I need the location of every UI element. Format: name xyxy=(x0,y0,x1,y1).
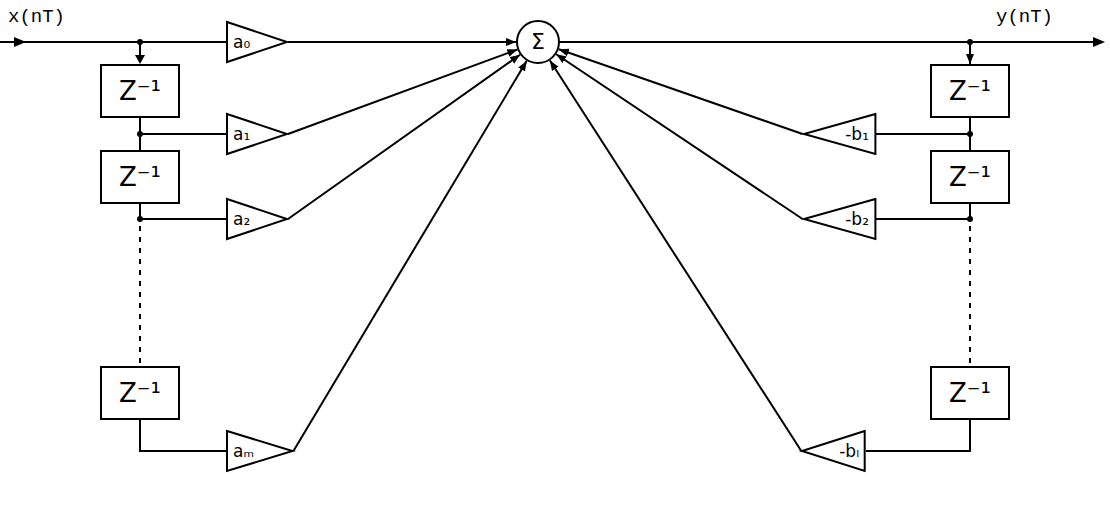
coefficient-label: -bₗ xyxy=(839,442,859,461)
triangle-outline xyxy=(227,431,292,471)
summing-arrow xyxy=(288,41,516,43)
coefficient-label: a₂ xyxy=(233,210,250,229)
delay-box: Z⁻¹ xyxy=(100,150,180,204)
triangle-outline xyxy=(227,114,287,154)
triangle-outline xyxy=(227,22,287,62)
signal-connector xyxy=(140,204,226,219)
summing-arrow xyxy=(559,49,803,134)
coefficient-label: a₁ xyxy=(233,125,250,144)
delay-box: Z⁻¹ xyxy=(100,366,180,420)
circle-outline xyxy=(517,21,559,63)
text-group: Z⁻¹ xyxy=(949,163,991,192)
triangle-outline xyxy=(804,114,875,154)
signal-connector xyxy=(876,204,970,219)
summing-arrow xyxy=(288,50,517,134)
text-group: a₂ xyxy=(233,210,250,229)
signal-connector xyxy=(866,420,970,451)
coefficient-label: a₀ xyxy=(233,33,250,52)
input-line xyxy=(0,41,226,43)
summing-arrow xyxy=(550,60,801,451)
text-group: a₀ xyxy=(233,33,250,52)
text-group: -b₂ xyxy=(845,210,869,229)
text-group: Z⁻¹ xyxy=(949,379,991,408)
delay-box: Z⁻¹ xyxy=(100,64,180,118)
delay-label: Z⁻¹ xyxy=(119,77,161,106)
signal-connector xyxy=(139,204,141,366)
delay-box: Z⁻¹ xyxy=(930,64,1010,118)
delay-label: Z⁻¹ xyxy=(119,163,161,192)
amplifier-triangle: -b₁ xyxy=(803,113,876,155)
summing-arrow xyxy=(293,61,526,451)
summer-circle: Σ xyxy=(516,20,560,64)
signal-name: y(nT) xyxy=(996,6,1053,28)
signal-connector xyxy=(140,420,226,451)
signal-connector xyxy=(560,42,970,64)
delay-box: Z⁻¹ xyxy=(930,366,1010,420)
summing-arrow xyxy=(556,54,802,219)
coefficient-label: -b₂ xyxy=(845,210,869,229)
triangle-outline xyxy=(227,199,287,239)
triangle-outline xyxy=(804,199,875,239)
input-arrow xyxy=(14,37,26,47)
output-arrow xyxy=(1093,37,1105,47)
text-group: Z⁻¹ xyxy=(119,163,161,192)
text-group: Z⁻¹ xyxy=(119,379,161,408)
signal-connector xyxy=(876,118,970,134)
amplifier-triangle: a₀ xyxy=(226,21,288,63)
amplifier-triangle: a₂ xyxy=(226,198,288,240)
junction-dot xyxy=(137,39,143,45)
delay-label: Z⁻¹ xyxy=(119,379,161,408)
amplifier-triangle: -bₗ xyxy=(801,430,866,472)
delay-label: Z⁻¹ xyxy=(949,379,991,408)
signal-name: x(nT) xyxy=(8,6,65,28)
delay-label: Z⁻¹ xyxy=(949,77,991,106)
text-group: -bₗ xyxy=(839,442,859,461)
coefficient-label: -b₁ xyxy=(845,125,869,144)
text-group: a₁ xyxy=(233,125,250,144)
text-group: Z⁻¹ xyxy=(949,77,991,106)
text-group: Σ xyxy=(531,30,545,54)
input-tap-arrow xyxy=(135,55,145,64)
delay-box: Z⁻¹ xyxy=(930,150,1010,204)
delay-label: Z⁻¹ xyxy=(949,163,991,192)
text-group: aₘ xyxy=(233,442,254,461)
coefficient-label: aₘ xyxy=(233,442,254,461)
sum-symbol: Σ xyxy=(531,30,545,54)
text-group: Z⁻¹ xyxy=(119,77,161,106)
signal-connector xyxy=(969,204,971,366)
text-group: -b₁ xyxy=(845,125,869,144)
output-line xyxy=(970,41,1098,43)
amplifier-triangle: a₁ xyxy=(226,113,288,155)
summing-arrow xyxy=(288,55,520,219)
amplifier-triangle: -b₂ xyxy=(803,198,876,240)
amplifier-triangle: aₘ xyxy=(226,430,293,472)
triangle-outline xyxy=(802,431,865,471)
signal-connector xyxy=(140,118,226,134)
